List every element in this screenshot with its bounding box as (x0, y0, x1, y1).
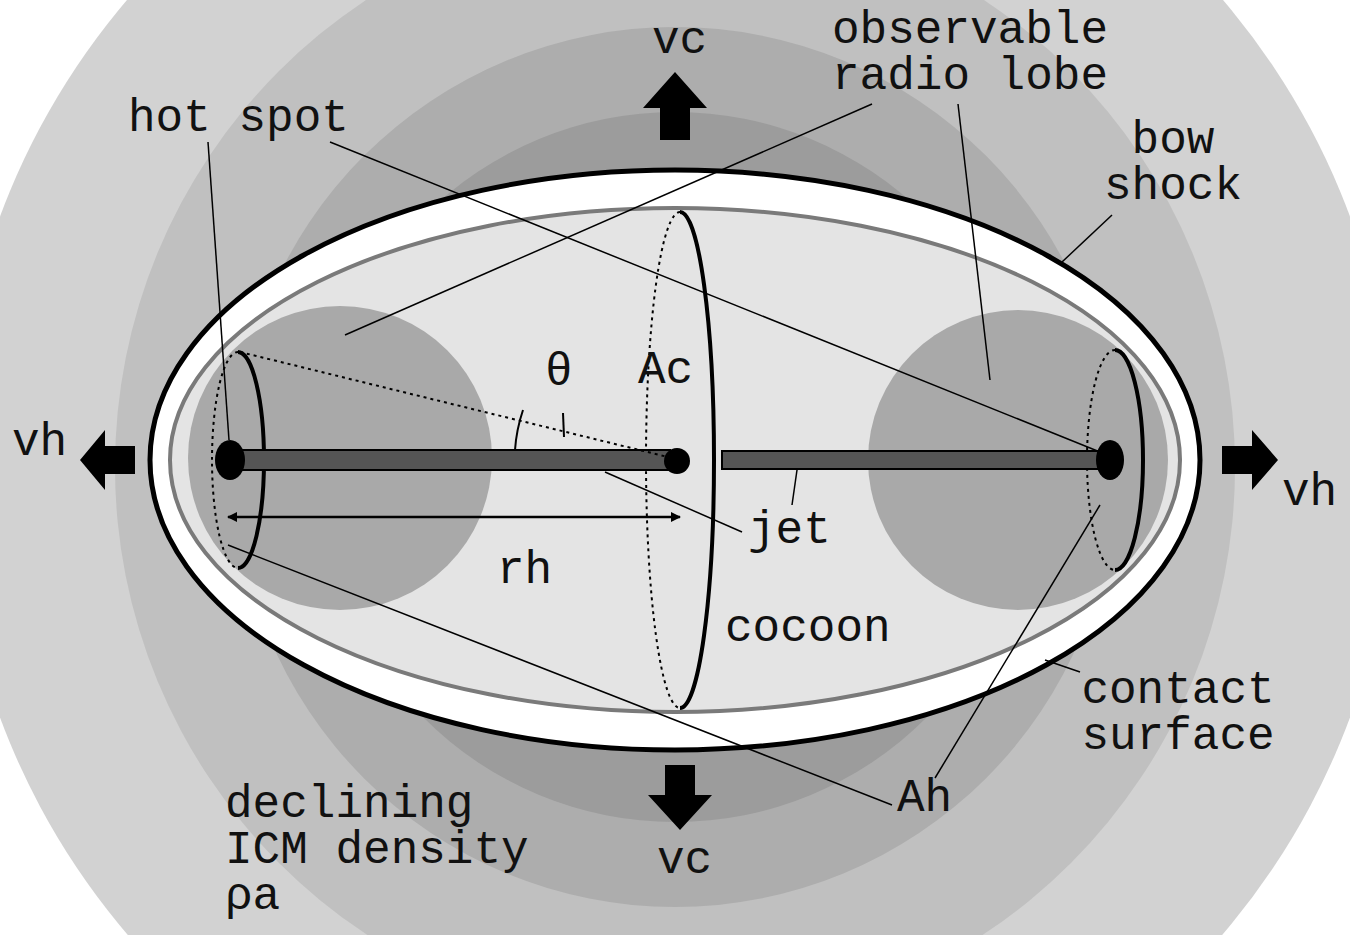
velocity-label: vh (12, 420, 67, 466)
radius-label: rh (497, 548, 552, 594)
cocoon-label: cocoon (725, 606, 891, 652)
angle-label: θ (545, 350, 573, 396)
area-label: Ac (638, 348, 693, 394)
bowshock-label: bow shock (1088, 118, 1258, 210)
velocity-label: vc (657, 838, 712, 884)
lobe-label: observable radio lobe (820, 8, 1120, 100)
icm-label: declining ICM density ρa (225, 782, 540, 920)
velocity-label: vh (1282, 470, 1337, 516)
hotspot-label: hot spot (128, 96, 349, 142)
area-label: Ah (897, 776, 952, 822)
velocity-label: vc (652, 18, 707, 64)
jet-label: jet (748, 508, 831, 554)
contact-label: contact surface (1058, 668, 1298, 760)
